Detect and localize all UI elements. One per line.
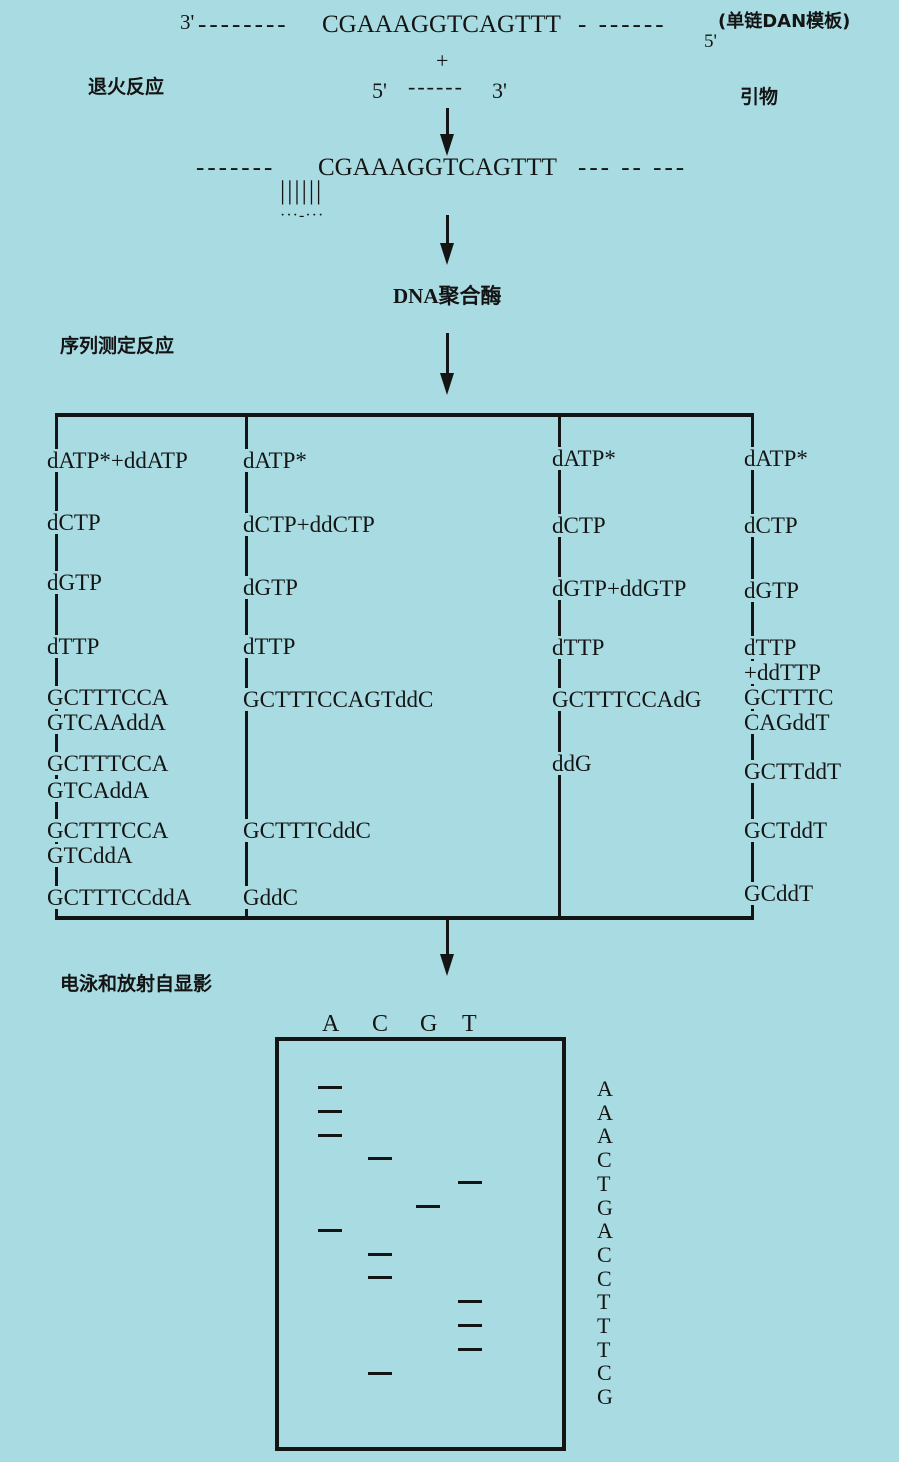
gel-band-C — [368, 1157, 392, 1161]
reaction-item: dGTP — [243, 575, 298, 600]
reaction-item: GTCAAddA — [47, 710, 166, 735]
reaction-item: dCTP — [552, 513, 606, 538]
reaction-item: ddG — [552, 751, 592, 776]
template-right-dashes: - ------ — [578, 11, 667, 38]
gel-band-C — [368, 1371, 392, 1375]
sequence-letter: T — [597, 1170, 611, 1196]
template-5prime: 5' — [704, 31, 717, 52]
reaction-item: +ddTTP — [744, 660, 821, 685]
gel-band-A — [318, 1228, 342, 1232]
sequence-letter: C — [597, 1265, 612, 1291]
gel-band-A — [318, 1109, 342, 1113]
reaction-item: dGTP+ddGTP — [552, 576, 687, 601]
sequence-letter: C — [597, 1360, 612, 1386]
reaction-item: GCTTTCCAdG — [552, 687, 702, 712]
reaction-item: GCTddT — [744, 818, 828, 843]
box-divider — [245, 413, 248, 920]
sequence-letter: A — [597, 1076, 613, 1101]
annealed-right-dashes: --- -- --- — [578, 154, 688, 181]
template-3prime: 3' — [180, 10, 195, 34]
lane-label-C: C — [372, 1011, 389, 1037]
primer-3prime: 3' — [492, 78, 507, 103]
reaction-item: dATP* — [243, 448, 307, 473]
gel-band-C — [368, 1276, 392, 1280]
reaction-item: GCTTTCCA — [47, 751, 169, 776]
reaction-item: dGTP — [744, 578, 799, 603]
reaction-item: CAGddT — [744, 710, 830, 735]
reaction-item: GCTTTCCA — [47, 818, 169, 843]
template-left-dashes: -------- — [198, 11, 289, 38]
gel-band-T — [458, 1181, 482, 1185]
primer-dots: ···-··· — [280, 207, 325, 224]
reaction-item: dTTP — [552, 635, 605, 660]
sequence-letter: T — [597, 1336, 611, 1362]
template-label: (单链DAN模板) — [718, 11, 851, 32]
reaction-item: dCTP — [47, 510, 101, 535]
template-sequence: CGAAAGGTCAGTTT — [322, 11, 561, 38]
gel-band-C — [368, 1252, 392, 1256]
box-bottom-line — [55, 916, 754, 920]
polymerase-label: DNA聚合酶 — [393, 284, 502, 308]
reaction-item: dTTP — [243, 634, 296, 659]
electrophoresis-label: 电泳和放射自显影 — [60, 973, 213, 995]
lane-label-G: G — [420, 1011, 438, 1037]
sequence-letter: A — [597, 1218, 613, 1244]
reaction-item: GCTTTCCddA — [47, 885, 192, 910]
base-pairing-bars: |||||| — [280, 176, 324, 205]
primer-dashes: ------ — [408, 74, 464, 99]
sequence-letter: A — [597, 1123, 613, 1149]
gel-frame — [275, 1037, 566, 1451]
sequence-letter: G — [597, 1194, 613, 1220]
sequence-letter: C — [597, 1147, 612, 1173]
reaction-item: GCTTTC — [744, 685, 834, 710]
sequence-letter: C — [597, 1241, 612, 1267]
plus-sign: + — [436, 48, 449, 73]
reaction-item: dTTP — [744, 635, 797, 660]
lane-label-A: A — [322, 1011, 340, 1037]
reaction-item: GCTTTCddC — [243, 818, 371, 843]
reaction-item: GCTTddT — [744, 759, 842, 784]
reaction-item: dGTP — [47, 570, 102, 595]
gel-band-T — [458, 1324, 482, 1327]
lane-label-T: T — [462, 1011, 477, 1037]
sequencing-label: 序列测定反应 — [60, 335, 175, 357]
annealed-left-dashes: ------- — [196, 154, 276, 181]
reaction-item: GTCddA — [47, 843, 133, 868]
reaction-item: GTCAddA — [47, 778, 150, 803]
primer-5prime: 5' — [372, 78, 387, 103]
reaction-item: GCddT — [744, 881, 813, 906]
gel-band-T — [458, 1300, 482, 1304]
box-divider — [558, 413, 561, 920]
gel-band-G — [416, 1205, 440, 1208]
sequence-letter: A — [597, 1099, 613, 1125]
reaction-item: dCTP+ddCTP — [243, 512, 375, 537]
gel-band-A — [318, 1086, 342, 1089]
gel-band-T — [458, 1347, 482, 1351]
reaction-item: GCTTTCCAGTddC — [243, 687, 434, 712]
sequence-letter: T — [597, 1313, 611, 1338]
annealing-label: 退火反应 — [88, 76, 165, 98]
reaction-item: dATP*+ddATP — [47, 448, 188, 473]
sequence-letter: G — [597, 1384, 613, 1410]
reaction-item: dATP* — [744, 446, 808, 471]
sequence-letter: T — [597, 1289, 611, 1315]
reaction-item: dTTP — [47, 634, 100, 659]
box-divider — [55, 413, 58, 920]
primer-label: 引物 — [740, 86, 779, 108]
annealed-sequence: CGAAAGGTCAGTTT — [318, 154, 557, 181]
reaction-item: dATP* — [552, 446, 616, 471]
reaction-item: GddC — [243, 885, 298, 910]
reaction-item: dCTP — [744, 513, 798, 538]
reaction-item: GCTTTCCA — [47, 685, 169, 710]
gel-band-A — [318, 1133, 342, 1137]
box-top-line — [55, 413, 754, 417]
